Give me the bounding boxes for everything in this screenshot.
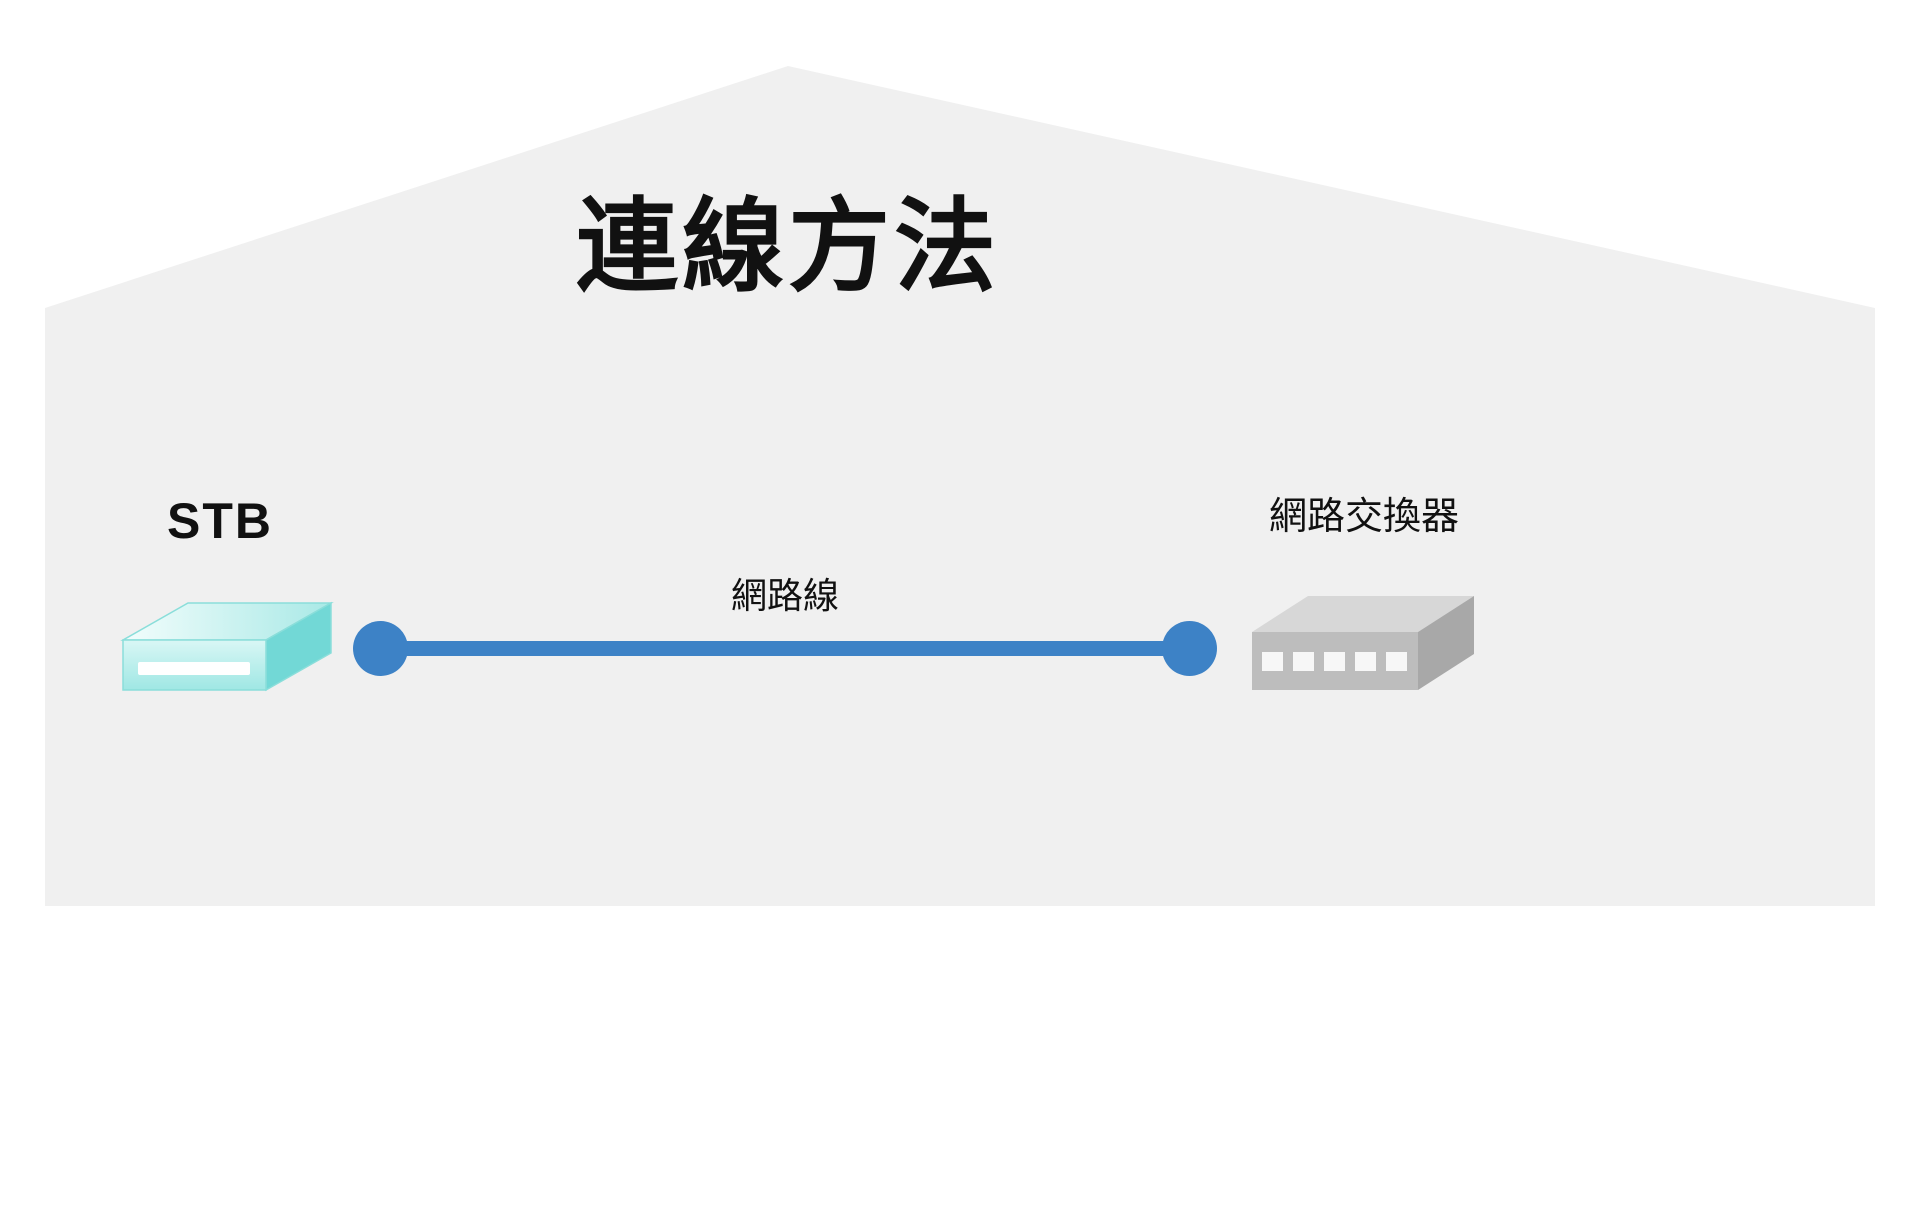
cable-endpoint-left <box>353 621 408 676</box>
network-switch-icon <box>1248 590 1478 692</box>
cable-label: 網路線 <box>730 575 840 616</box>
stb-label: STB <box>167 493 273 549</box>
cable-line <box>380 641 1190 656</box>
network-switch-label: 網路交換器 <box>1268 496 1460 538</box>
stb-icon <box>118 596 336 696</box>
diagram-title: 連線方法 <box>576 190 1000 304</box>
cable-endpoint-right <box>1162 621 1217 676</box>
